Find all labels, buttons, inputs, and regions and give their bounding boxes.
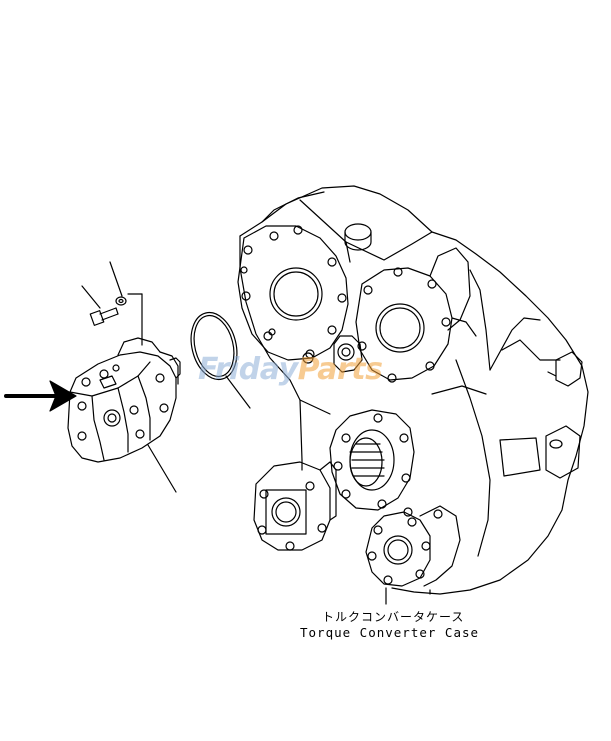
bolt-part xyxy=(81,261,127,326)
o-ring-part xyxy=(190,311,251,409)
hydraulic-pump-part xyxy=(67,293,181,493)
torque-converter-case xyxy=(237,185,589,605)
caption-japanese: トルクコンバータケース xyxy=(322,610,465,624)
indicator-arrow xyxy=(4,380,77,412)
caption-english: Torque Converter Case xyxy=(300,625,480,640)
